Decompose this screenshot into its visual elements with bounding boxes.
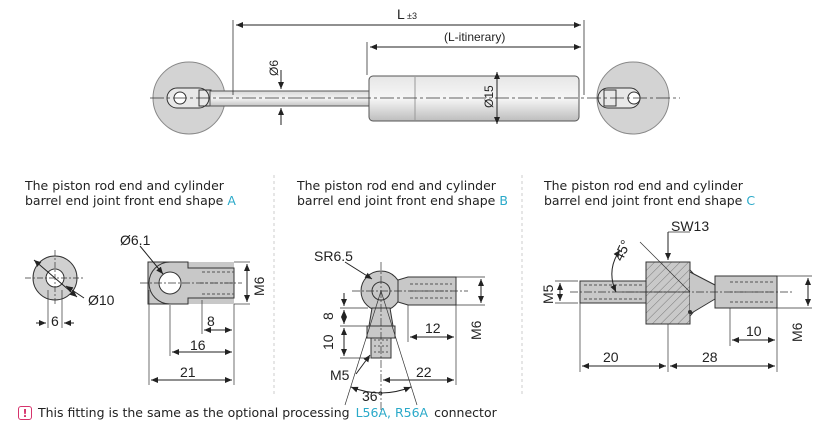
shape-a-drawing	[25, 245, 250, 385]
body-diameter-label: Ø15	[482, 85, 496, 108]
shape-a-dim-8: 8	[207, 313, 215, 329]
shape-b-dim-10: 10	[320, 334, 336, 350]
shape-b-thread-small: M5	[330, 367, 350, 383]
caption-text: barrel end joint front end shape	[544, 193, 743, 208]
shape-a-caption: The piston rod end and cylinder barrel e…	[25, 178, 236, 208]
shape-a-dim-21: 21	[180, 364, 196, 380]
length-label: L	[397, 6, 405, 22]
fitting-note: ! This fitting is the same as the option…	[18, 405, 497, 420]
note-suffix: connector	[434, 405, 497, 420]
shape-a-eye-dia: Ø10	[88, 292, 115, 308]
shape-letter: A	[227, 193, 236, 208]
caption-line: The piston rod end and cylinder	[297, 178, 496, 193]
note-models[interactable]: L56A, R56A	[355, 405, 429, 420]
gas-spring-overview	[150, 20, 680, 135]
shape-b-thread: M6	[468, 320, 484, 340]
shape-c-caption: The piston rod end and cylinder barrel e…	[544, 178, 755, 208]
shape-a-dim-16: 16	[190, 337, 206, 353]
caption-line: barrel end joint front end shape B	[297, 193, 508, 208]
shape-b-angle: 36°	[362, 388, 383, 404]
rod-diameter-label: Ø6	[267, 60, 281, 76]
shape-a-hole-dia: Ø6.1	[120, 232, 151, 248]
shape-b-dim-22: 22	[416, 364, 432, 380]
shape-b-caption: The piston rod end and cylinder barrel e…	[297, 178, 508, 208]
caption-line: The piston rod end and cylinder	[25, 178, 224, 193]
shape-b-drawing	[340, 261, 485, 410]
shape-c-dim-20: 20	[603, 349, 619, 365]
shape-letter: C	[746, 193, 756, 208]
shape-c-drawing	[555, 231, 812, 372]
shape-c-dim-10: 10	[746, 323, 762, 339]
shape-c-wrench: SW13	[671, 218, 709, 234]
shape-a-thread: M6	[251, 276, 267, 296]
itinerary-label: (L-itinerary)	[444, 30, 505, 44]
warning-icon: !	[18, 405, 32, 420]
length-tolerance: ±3	[407, 11, 417, 21]
caption-line: The piston rod end and cylinder	[544, 178, 743, 193]
shape-c-thread: M6	[789, 322, 805, 342]
shape-b-sphere: SR6.5	[314, 248, 353, 264]
caption-text: barrel end joint front end shape	[297, 193, 496, 208]
shape-a-dim-6: 6	[51, 313, 59, 329]
shape-b-dim-8: 8	[320, 312, 336, 320]
shape-b-dim-12: 12	[425, 320, 441, 336]
shape-c-dim-28: 28	[702, 349, 718, 365]
caption-text: barrel end joint front end shape	[25, 193, 224, 208]
note-prefix: This fitting is the same as the optional…	[38, 405, 350, 420]
shape-c-angle: 45°	[610, 237, 633, 263]
caption-line: barrel end joint front end shape C	[544, 193, 755, 208]
shape-letter: B	[499, 193, 508, 208]
shape-c-thread-small: M5	[540, 284, 556, 304]
caption-line: barrel end joint front end shape A	[25, 193, 236, 208]
